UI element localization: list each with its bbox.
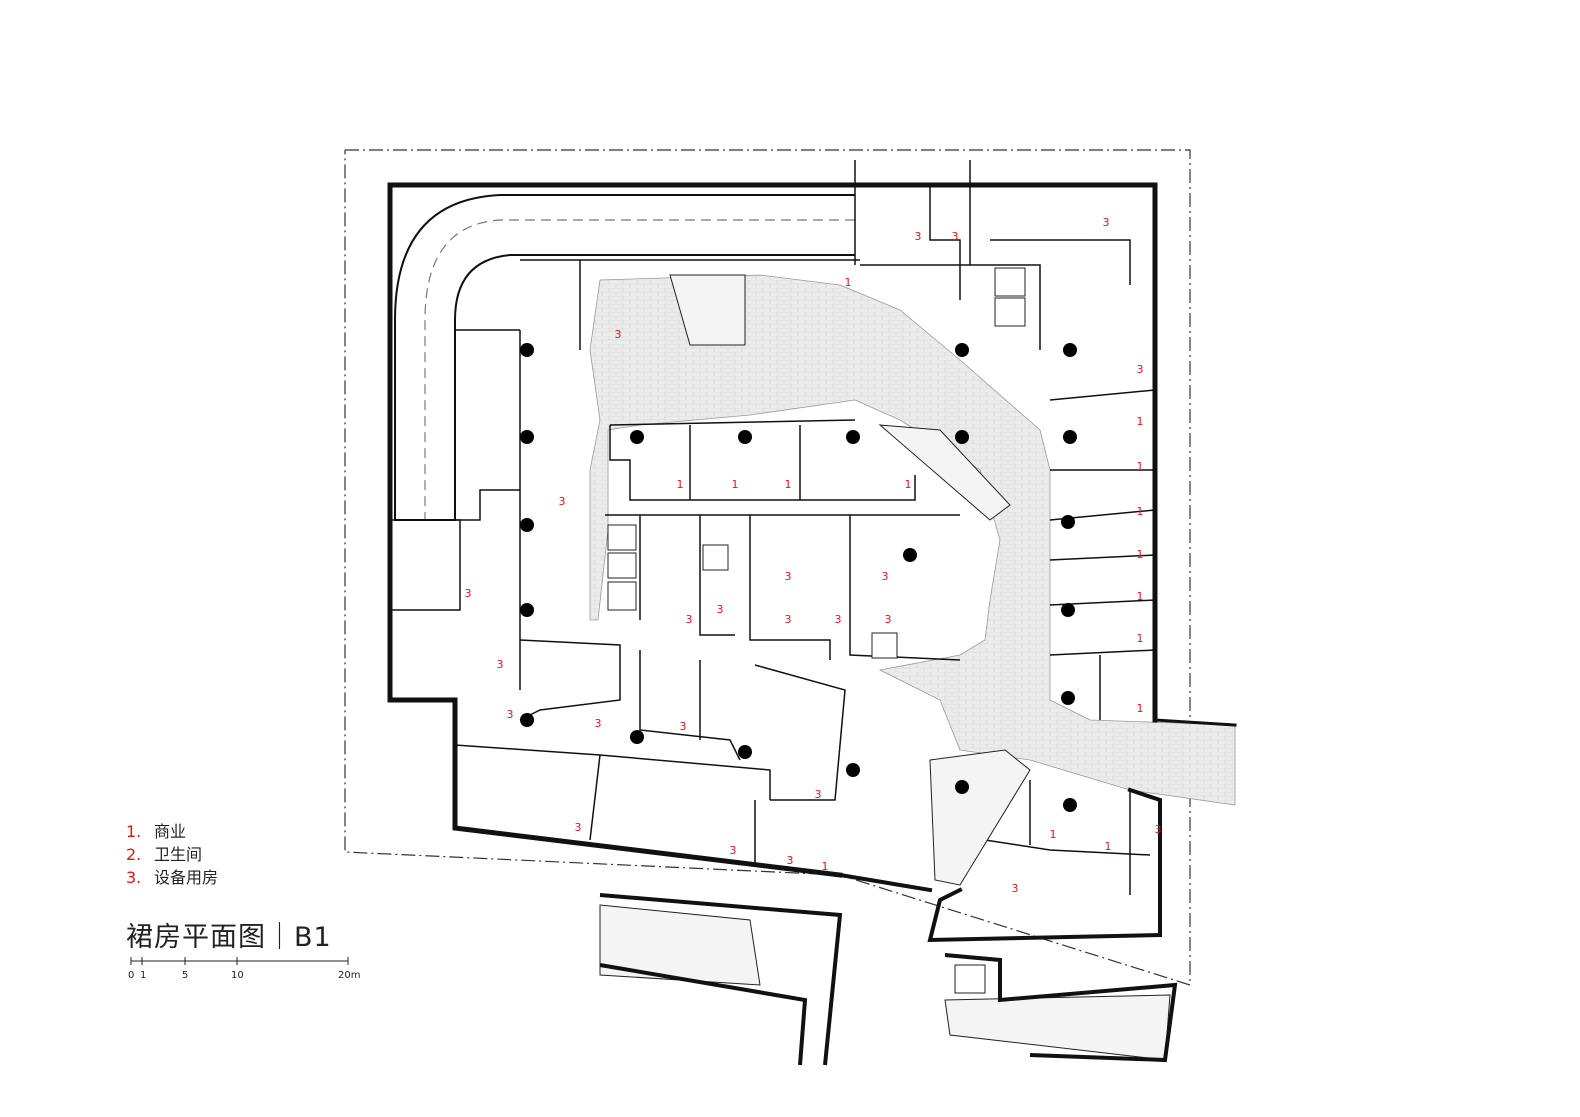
room-number: 3 xyxy=(717,603,724,616)
room-number: 3 xyxy=(497,658,504,671)
scale-label-5: 5 xyxy=(182,970,189,981)
room-number: 1 xyxy=(1137,632,1144,645)
interior-walls xyxy=(390,160,1156,895)
room-number: 3 xyxy=(952,230,959,243)
column xyxy=(520,603,534,617)
column xyxy=(520,713,534,727)
room-number: 3 xyxy=(615,328,622,341)
room-number: 3 xyxy=(680,720,687,733)
column xyxy=(520,518,534,532)
room-number: 1 xyxy=(822,860,829,873)
legend-item: 2. 卫生间 xyxy=(126,843,218,866)
room-number: 3 xyxy=(885,613,892,626)
legend-item: 1. 商业 xyxy=(126,820,218,843)
column xyxy=(630,430,644,444)
scale-label-0: 0 xyxy=(128,970,135,981)
room-number: 1 xyxy=(1137,548,1144,561)
outer-walls xyxy=(387,182,1237,943)
room-number: 3 xyxy=(1012,882,1019,895)
scale-label-10: 10 xyxy=(231,970,244,981)
column xyxy=(846,763,860,777)
column xyxy=(1061,515,1075,529)
atrium-corridor xyxy=(589,274,1236,806)
room-number: 1 xyxy=(785,478,792,491)
column xyxy=(630,730,644,744)
legend-number: 1. xyxy=(126,822,142,841)
escalators xyxy=(599,274,1171,1061)
room-number: 3 xyxy=(785,613,792,626)
room-number: 3 xyxy=(785,570,792,583)
room-number: 1 xyxy=(845,276,852,289)
lower-annex xyxy=(599,893,1178,1066)
column xyxy=(846,430,860,444)
column xyxy=(1063,343,1077,357)
legend-label: 商业 xyxy=(154,822,187,841)
room-numbers: 3 3 3 3 3 3 3 3 3 3 3 3 3 3 3 3 3 3 3 3 3 3 3 3 1 1 1 1 1 1 1 1 1 1 1 1 1 1 1 xyxy=(465,216,1162,895)
room-number: 3 xyxy=(815,788,822,801)
column xyxy=(520,343,534,357)
room-number: 3 xyxy=(787,854,794,867)
room-number: 1 xyxy=(1105,840,1112,853)
scale-label-1: 1 xyxy=(140,970,147,981)
drawing-title: 裙房平面图｜B1 xyxy=(126,922,332,953)
legend-label: 卫生间 xyxy=(154,845,203,864)
room-number: 3 xyxy=(1103,216,1110,229)
room-number: 1 xyxy=(1137,460,1144,473)
room-number: 1 xyxy=(1137,505,1144,518)
legend-number: 2. xyxy=(126,845,142,864)
column xyxy=(955,343,969,357)
room-number: 3 xyxy=(1137,363,1144,376)
room-number: 3 xyxy=(465,587,472,600)
property-line xyxy=(344,149,1191,986)
room-number: 1 xyxy=(732,478,739,491)
room-number: 1 xyxy=(1137,590,1144,603)
legend-number: 3. xyxy=(126,868,142,887)
column xyxy=(955,430,969,444)
legend-item: 3. 设备用房 xyxy=(126,866,218,889)
column xyxy=(903,548,917,562)
elevator-cores xyxy=(607,267,1026,994)
room-number: 1 xyxy=(905,478,912,491)
column xyxy=(1061,691,1075,705)
room-number: 3 xyxy=(686,613,693,626)
room-number: 1 xyxy=(1137,702,1144,715)
room-number: 1 xyxy=(1137,415,1144,428)
column xyxy=(520,430,534,444)
room-number: 3 xyxy=(730,844,737,857)
room-number: 3 xyxy=(575,821,582,834)
room-number: 3 xyxy=(559,495,566,508)
room-number: 3 xyxy=(835,613,842,626)
column xyxy=(1061,603,1075,617)
room-number: 3 xyxy=(1155,823,1162,836)
column xyxy=(1063,798,1077,812)
scale-bar xyxy=(130,957,349,965)
room-number: 3 xyxy=(595,717,602,730)
columns xyxy=(520,343,1077,812)
legend: 1. 商业 2. 卫生间 3. 设备用房 xyxy=(126,820,218,889)
room-number: 1 xyxy=(677,478,684,491)
room-number: 1 xyxy=(1050,828,1057,841)
column xyxy=(955,780,969,794)
legend-label: 设备用房 xyxy=(154,868,219,887)
vehicle-ramp xyxy=(394,194,855,521)
column xyxy=(738,745,752,759)
column xyxy=(1063,430,1077,444)
column xyxy=(738,430,752,444)
scale-label-20m: 20m xyxy=(338,970,361,981)
room-number: 3 xyxy=(915,230,922,243)
room-number: 3 xyxy=(507,708,514,721)
room-number: 3 xyxy=(882,570,889,583)
